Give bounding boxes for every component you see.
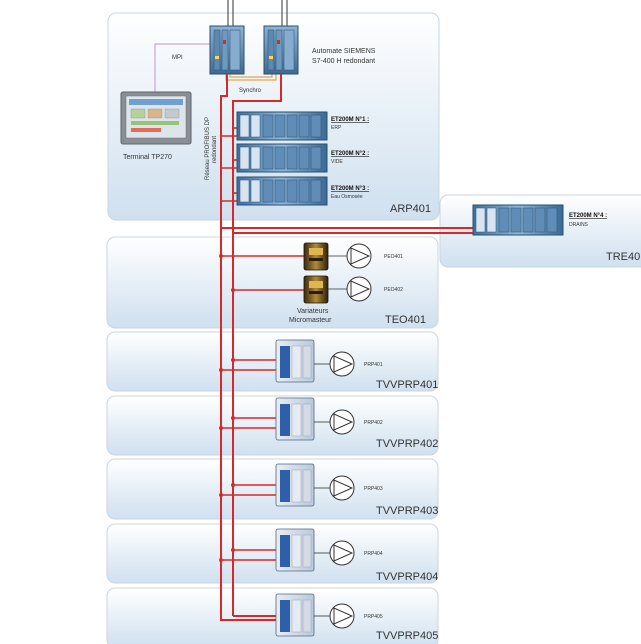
plc-cpu-b [263, 25, 299, 75]
svg-text:Réseau PROFIBUS DP: Réseau PROFIBUS DP [205, 117, 211, 180]
et200m-1-desc: ERP [331, 125, 342, 131]
pump-prp402: PRP402 [314, 409, 383, 435]
pump-prp401-label: PRP401 [364, 362, 383, 368]
profibus-label: Réseau PROFIBUS DP redondant [205, 117, 218, 180]
et200m-2-desc: VIDE [331, 159, 343, 165]
et200m-2-title: ET200M N°2 : [331, 151, 369, 157]
pump-prp402-label: PRP402 [364, 420, 383, 426]
starter-prp401 [275, 339, 315, 383]
panel-tvvprp402-label: TVVPRP402 [376, 438, 438, 450]
profibus-bus [219, 74, 488, 621]
pump-prp404-label: PRP404 [364, 551, 383, 557]
et200m-rack-2: ET200M N°2 : VIDE [236, 143, 369, 173]
panel-tvvprp401-label: TVVPRP401 [376, 379, 438, 391]
mpi-link: MPI [154, 43, 212, 92]
starter-prp405 [275, 593, 315, 637]
plc-label-line2: S7-400 H redondant [312, 58, 375, 65]
et200m-rack-1: ET200M N°1 : ERP [236, 111, 369, 141]
et200m-4-desc: DRAINS [569, 222, 589, 228]
mpi-label: MPI [172, 55, 183, 61]
pump-peo402-label: PEO402 [384, 287, 403, 293]
et200m-rack-3: ET200M N°3 : Eau Osmosée [236, 176, 369, 206]
et200m-4-title: ET200M N°4 : [569, 213, 607, 219]
synchro-label: Synchro [239, 88, 262, 94]
starter-prp404 [275, 528, 315, 572]
et200m-rack-4: ET200M N°4 : DRAINS [472, 204, 607, 236]
terminal-label: Terminal TP270 [123, 154, 172, 161]
variateurs-label-line1: Variateurs [297, 308, 329, 315]
panel-arp401-label: ARP401 [390, 203, 431, 215]
panel-tvvprp405-label: TVVPRP405 [376, 630, 438, 642]
pump-peo401-label: PEO401 [384, 254, 403, 260]
panel-teo401: TEO401 [106, 236, 439, 329]
terminal-tp270: Terminal TP270 [120, 91, 192, 161]
panel-tvvprp403-label: TVVPRP403 [376, 505, 438, 517]
vfd-peo401 [303, 242, 329, 271]
pump-prp405-label: PRP405 [364, 614, 383, 620]
et200m-3-title: ET200M N°3 : [331, 186, 369, 192]
svg-text:redondant: redondant [212, 136, 218, 163]
panel-tvvprp404-label: TVVPRP404 [376, 571, 438, 583]
pump-prp405: PRP405 [314, 603, 383, 629]
panel-tvvprp404: TVVPRP404 [106, 523, 439, 584]
pump-prp404: PRP404 [314, 540, 383, 566]
pump-peo401: PEO401 [328, 243, 403, 269]
panel-tvvprp402: TVVPRP402 [106, 395, 439, 456]
pump-prp403-label: PRP403 [364, 486, 383, 492]
starter-prp402 [275, 397, 315, 441]
pump-peo402: PEO402 [328, 276, 403, 302]
panel-teo401-label: TEO401 [385, 314, 426, 326]
variateurs-label-line2: Micromasteur [289, 317, 332, 324]
pump-prp403: PRP403 [314, 475, 383, 501]
et200m-3-desc: Eau Osmosée [331, 194, 363, 200]
panel-tvvprp401: TVVPRP401 [106, 331, 439, 392]
vfd-peo402 [303, 275, 329, 304]
plc-label-line1: Automate SIEMENS [312, 48, 376, 55]
panel-tvvprp403: TVVPRP403 [106, 458, 439, 520]
pump-prp401: PRP401 [314, 351, 383, 377]
panel-tre401-label: TRE401 [606, 251, 641, 263]
et200m-1-title: ET200M N°1 : [331, 117, 369, 123]
starter-prp403 [275, 463, 315, 507]
plc-cpu-a [209, 25, 245, 75]
